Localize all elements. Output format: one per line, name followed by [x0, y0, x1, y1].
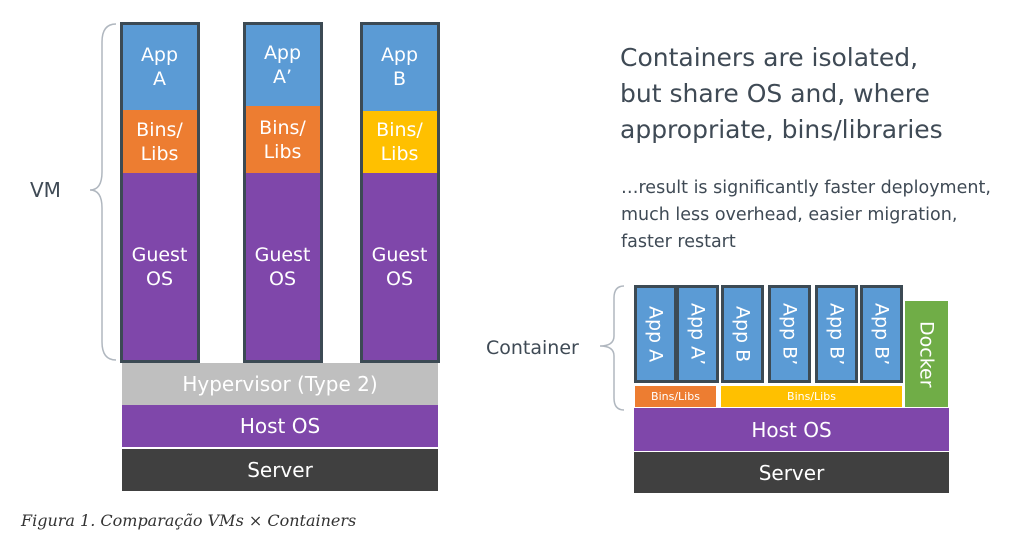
vm-app-a-prime: App A’ [244, 23, 321, 106]
container-app-b-prime-3-label: App B’ [870, 302, 893, 366]
container-app-a: App A [634, 285, 677, 383]
container-host-os-label: Host OS [751, 417, 832, 442]
docker-block: Docker [905, 301, 948, 407]
vm-guest-os-a-prime-label: Guest OS [254, 244, 311, 290]
vm-bins-a-prime-label: Bins/ Libs [259, 116, 306, 163]
vm-guest-os-a-label: Guest OS [131, 244, 188, 290]
vm-column-a-prime-border [243, 22, 323, 363]
vm-guest-os-a: Guest OS [121, 173, 198, 361]
vm-bins-b-label: Bins/ Libs [376, 119, 423, 165]
container-app-b-label: App B [731, 305, 754, 363]
vm-app-a-prime-label: App A’ [263, 41, 302, 88]
container-app-b-prime-1: App B’ [768, 285, 811, 383]
container-bins-libs-b: Bins/Libs [721, 386, 902, 407]
vm-bins-a-label: Bins/ Libs [136, 118, 183, 165]
vm-hypervisor-label: Hypervisor (Type 2) [182, 372, 378, 396]
docker-label: Docker [915, 320, 938, 388]
container-app-b-prime-2-label: App B’ [825, 302, 848, 366]
vm-bins-b: Bins/ Libs [361, 111, 438, 173]
container-app-b-prime-3: App B’ [860, 285, 903, 383]
container-app-a-label: App A [644, 305, 667, 363]
container-app-a-prime-label: App A’ [686, 302, 709, 366]
container-bins-libs-a: Bins/Libs [635, 386, 716, 407]
vm-app-b: App B [361, 23, 438, 111]
vm-bins-a: Bins/ Libs [121, 110, 198, 173]
vm-app-a-label: App A [140, 43, 179, 90]
vm-guest-os-b: Guest OS [361, 173, 438, 361]
vm-server-label: Server [247, 458, 313, 482]
vm-host-os: Host OS [122, 405, 438, 447]
container-headline: Containers are isolated, but share OS an… [620, 43, 943, 144]
vm-app-a: App A [121, 23, 198, 110]
vm-bins-a-prime: Bins/ Libs [244, 106, 321, 173]
vm-brace [89, 23, 117, 361]
container-app-a-prime: App A’ [676, 285, 719, 383]
vm-app-b-label: App B [380, 44, 419, 90]
container-server-label: Server [758, 460, 825, 485]
container-bins-libs-b-label: Bins/Libs [787, 389, 836, 403]
figure-caption: Figura 1. Comparação VMs × Containers [21, 511, 357, 530]
container-app-b-prime-1-label: App B’ [778, 302, 801, 366]
container-app-b-prime-2: App B’ [815, 285, 858, 383]
vm-guest-os-b-label: Guest OS [371, 244, 428, 290]
vm-server: Server [122, 449, 438, 491]
vm-hypervisor: Hypervisor (Type 2) [122, 363, 438, 405]
container-host-os: Host OS [634, 408, 949, 451]
vm-host-os-label: Host OS [239, 414, 321, 438]
container-brace [599, 285, 625, 411]
vm-guest-os-a-prime: Guest OS [244, 173, 321, 361]
vm-brace-label: VM [30, 178, 61, 202]
vm-column-a-border [120, 22, 200, 363]
container-brace-label: Container [486, 337, 579, 359]
container-server: Server [634, 452, 949, 493]
container-bins-libs-a-label: Bins/Libs [651, 389, 700, 403]
container-app-b: App B [721, 285, 764, 383]
container-subtext: …result is significantly faster deployme… [621, 178, 991, 252]
vm-column-b-border [360, 22, 440, 363]
